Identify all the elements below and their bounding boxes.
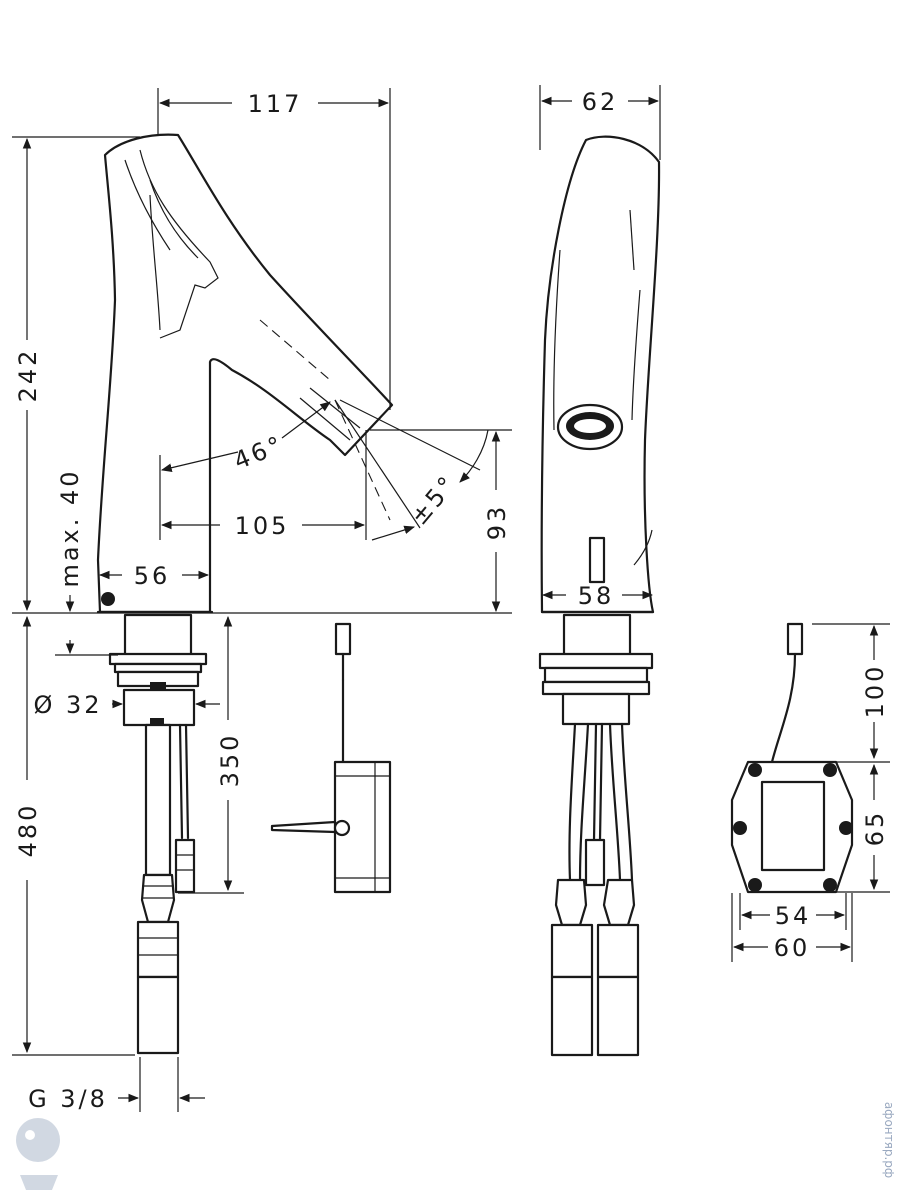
dim-58: 58: [578, 582, 615, 610]
dimension-lines: [12, 85, 890, 1112]
dim-65: 65: [861, 810, 889, 847]
sensor-window: [588, 536, 606, 584]
sensor-dot: [101, 592, 115, 606]
dim-tolerance-angle: ±5°: [405, 469, 463, 530]
watermark-text: афонтяр.рф: [882, 1102, 896, 1178]
dim-105: 105: [235, 512, 290, 540]
dim-60: 60: [774, 934, 811, 962]
dim-54: 54: [775, 902, 812, 930]
dim-56: 56: [134, 562, 171, 590]
dim-480: 480: [14, 803, 42, 858]
dim-93: 93: [483, 504, 511, 541]
watermark-logo: [16, 1118, 60, 1190]
dim-117: 117: [248, 90, 303, 118]
dim-max-40: max. 40: [56, 468, 84, 587]
dim-100: 100: [861, 664, 889, 719]
control-box-side: [270, 622, 392, 894]
dim-350: 350: [216, 733, 244, 788]
dim-diameter-32: Ø 32: [33, 691, 102, 719]
control-box-front: [730, 622, 854, 894]
dim-thread-g38: G 3/8: [28, 1085, 108, 1113]
dim-46-deg: 46°: [230, 430, 288, 475]
dim-62: 62: [582, 88, 619, 116]
dim-242: 242: [14, 348, 42, 403]
side-view-faucet: [538, 135, 661, 1057]
front-view-faucet: [96, 133, 394, 1055]
